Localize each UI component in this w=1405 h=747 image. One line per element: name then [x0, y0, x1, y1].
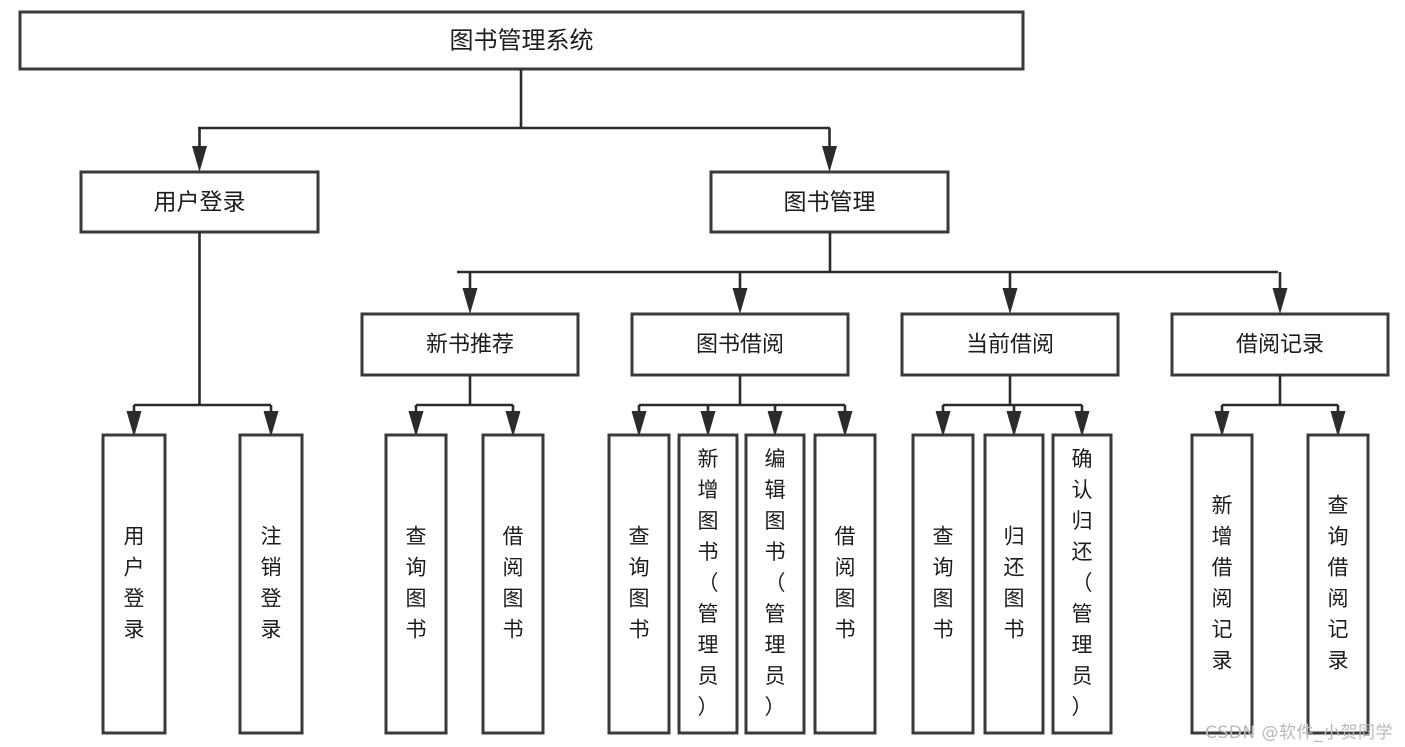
arrow-down-icon-借阅记录	[1272, 288, 1288, 314]
leaf-查询图书-rect	[607, 433, 671, 735]
node-图书管理[interactable]: 图书管理	[709, 170, 950, 234]
node-用户登录[interactable]: 用户登录	[79, 170, 320, 234]
leaf-查询图书-label: 查询图书	[629, 525, 650, 642]
leaf-注销登录-label: 注销登录	[261, 525, 282, 642]
leaf-借阅图书[interactable]: 借阅图书	[813, 433, 877, 735]
arrow-down-icon-leaf-确认归还管理员	[1074, 411, 1090, 437]
node-图书管理系统-root-label: 图书管理系统	[450, 27, 594, 55]
leaf-查询借阅记录-label: 查询借阅记录	[1328, 494, 1349, 673]
node-新书推荐-label: 新书推荐	[426, 333, 514, 358]
leaf-查询借阅记录-rect	[1306, 433, 1370, 735]
leaf-新增图书管理员-label: 新增图书（管理员）	[698, 447, 719, 719]
leaf-查询图书[interactable]: 查询图书	[384, 433, 448, 735]
arrow-down-icon-leaf-新增借阅记录	[1214, 411, 1230, 437]
arrow-down-icon-leaf-注销登录	[263, 411, 279, 437]
leaf-查询图书-label: 查询图书	[406, 525, 427, 642]
leaf-归还图书-label: 归还图书	[1004, 525, 1025, 642]
leaf-用户登录-rect	[101, 433, 167, 735]
leaf-查询借阅记录[interactable]: 查询借阅记录	[1306, 433, 1370, 735]
leaf-查询图书[interactable]: 查询图书	[911, 433, 975, 735]
leaf-查询图书-rect	[384, 433, 448, 735]
arrow-down-icon-图书借阅	[732, 288, 748, 314]
node-借阅记录[interactable]: 借阅记录	[1170, 312, 1390, 377]
arrow-down-icon-leaf-查询图书	[935, 411, 951, 437]
node-当前借阅[interactable]: 当前借阅	[900, 312, 1120, 377]
leaf-归还图书[interactable]: 归还图书	[983, 433, 1045, 735]
arrow-down-icon-当前借阅	[1002, 288, 1018, 314]
node-用户登录-rect	[79, 170, 320, 234]
leaf-新增借阅记录-label: 新增借阅记录	[1212, 494, 1233, 673]
leaf-编辑图书管理员-rect	[744, 433, 806, 735]
leaf-用户登录-label: 用户登录	[124, 525, 145, 642]
node-当前借阅-label: 当前借阅	[966, 333, 1054, 358]
node-图书借阅-label: 图书借阅	[696, 333, 784, 358]
arrow-down-icon-leaf-查询图书	[631, 411, 647, 437]
leaf-查询图书-rect	[911, 433, 975, 735]
arrow-down-icon-leaf-借阅图书	[505, 411, 521, 437]
leaf-借阅图书-label: 借阅图书	[503, 525, 524, 642]
arrow-down-icon-leaf-编辑图书管理员	[767, 411, 783, 437]
leaf-编辑图书管理员-label: 编辑图书（管理员）	[765, 447, 786, 719]
leaf-借阅图书[interactable]: 借阅图书	[481, 433, 545, 735]
leaf-注销登录[interactable]: 注销登录	[238, 433, 304, 735]
arrow-down-icon-leaf-归还图书	[1006, 411, 1022, 437]
node-借阅记录-label: 借阅记录	[1236, 333, 1324, 358]
leaf-确认归还管理员-rect	[1051, 433, 1113, 735]
arrow-down-icon-leaf-用户登录	[126, 411, 142, 437]
arrow-down-icon-leaf-新增图书管理员	[700, 411, 716, 437]
leaf-确认归还管理员-label: 确认归还（管理员）	[1072, 447, 1093, 719]
csdn-watermark: CSDN @软件_小贺同学	[1205, 723, 1393, 743]
leaf-新增图书管理员[interactable]: 新增图书（管理员）	[677, 433, 739, 735]
node-新书推荐[interactable]: 新书推荐	[360, 312, 580, 377]
node-用户登录-label: 用户登录	[154, 190, 246, 216]
arrow-down-icon-leaf-查询图书	[408, 411, 424, 437]
leaf-查询图书[interactable]: 查询图书	[607, 433, 671, 735]
leaf-借阅图书-label: 借阅图书	[835, 525, 856, 642]
leaf-查询图书-label: 查询图书	[933, 525, 954, 642]
leaf-新增借阅记录[interactable]: 新增借阅记录	[1190, 433, 1254, 735]
leaf-新增图书管理员-rect	[677, 433, 739, 735]
leaf-借阅图书-rect	[813, 433, 877, 735]
node-图书管理系统-root-rect	[18, 10, 1025, 71]
leaf-借阅图书-rect	[481, 433, 545, 735]
node-图书管理-rect	[709, 170, 950, 234]
leaf-注销登录-rect	[238, 433, 304, 735]
leaf-归还图书-rect	[983, 433, 1045, 735]
leaf-编辑图书管理员[interactable]: 编辑图书（管理员）	[744, 433, 806, 735]
arrow-down-icon-用户登录	[192, 146, 207, 172]
arrow-down-icon-leaf-借阅图书	[837, 411, 853, 437]
leaf-新增借阅记录-rect	[1190, 433, 1254, 735]
leaf-确认归还管理员[interactable]: 确认归还（管理员）	[1051, 433, 1113, 735]
node-图书管理系统-root[interactable]: 图书管理系统	[18, 10, 1025, 71]
node-图书管理-label: 图书管理	[784, 190, 876, 216]
arrow-down-icon-图书管理	[822, 146, 837, 172]
node-图书借阅[interactable]: 图书借阅	[630, 312, 850, 377]
arrow-down-icon-新书推荐	[462, 288, 478, 314]
leaf-用户登录[interactable]: 用户登录	[101, 433, 167, 735]
node-借阅记录-rect	[1170, 312, 1390, 377]
arrow-down-icon-leaf-查询借阅记录	[1330, 411, 1346, 437]
